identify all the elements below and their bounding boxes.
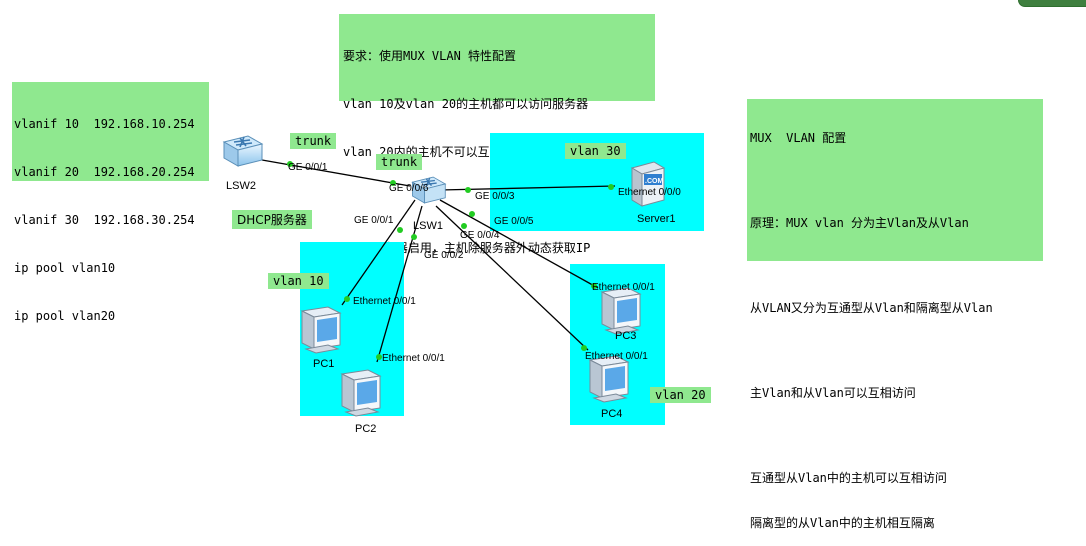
trunk-tag-lsw2: trunk — [290, 133, 337, 149]
port-label-lsw1-ge004: GE 0/0/4 — [460, 230, 500, 241]
server1-label: Server1 — [637, 213, 676, 225]
lsw2-label: LSW2 — [226, 180, 256, 192]
port-label-server-eth: Ethernet 0/0/0 — [618, 187, 681, 198]
port-label-lsw1-ge006: GE 0/0/6 — [389, 183, 429, 194]
port-label-pc2-eth: Ethernet 0/0/1 — [382, 353, 445, 364]
requirements-line-2: vlan 10及vlan 20的主机都可以访问服务器 — [343, 97, 589, 111]
port-dot-lsw1-ge001 — [397, 227, 403, 233]
port-dot-lsw1-ge004 — [461, 223, 467, 229]
port-label-lsw2-ge001: GE 0/0/1 — [288, 162, 328, 173]
corner-window-fragment — [1018, 0, 1086, 7]
port-label-pc1-eth: Ethernet 0/0/1 — [353, 296, 416, 307]
port-label-pc3-eth: Ethernet 0/0/1 — [592, 282, 655, 293]
server-com-badge: .COM — [645, 178, 663, 185]
port-label-pc4-eth: Ethernet 0/0/1 — [585, 351, 648, 362]
requirements-line-1: 要求：使用MUX VLAN 特性配置 — [343, 49, 517, 63]
dhcp-server-tag: DHCP服务器 — [232, 210, 312, 229]
vlan30-tag: vlan 30 — [565, 143, 626, 159]
config-note: vlanif 10 192.168.10.254 vlanif 20 192.1… — [12, 82, 209, 323]
requirements-line-4: DHCP服务器启用，主机除服务器外动态获取IP — [343, 241, 591, 255]
port-label-lsw1-ge001: GE 0/0/1 — [354, 215, 394, 226]
pc1-icon[interactable] — [298, 305, 344, 355]
pc2-icon[interactable] — [338, 368, 384, 418]
pc4-icon[interactable] — [586, 354, 632, 404]
lsw2-switch-icon[interactable] — [220, 132, 264, 170]
port-dot-pc3-eth — [591, 283, 597, 289]
config-line-5: ip pool vlan20 — [14, 309, 116, 323]
link-lsw1-pc1 — [341, 199, 416, 306]
config-line-1: vlanif 10 192.168.10.254 — [14, 117, 195, 131]
mux-line-2: 原理：MUX vlan 分为主Vlan及从Vlan — [750, 216, 969, 230]
pc3-label: PC3 — [615, 330, 637, 342]
mux-line-1: MUX VLAN 配置 — [750, 131, 847, 145]
mux-line-3: 从VLAN又分为互通型从Vlan和隔离型从Vlan — [750, 301, 993, 315]
pc3-icon[interactable] — [598, 286, 644, 336]
vlan10-tag: vlan 10 — [268, 273, 329, 289]
trunk-tag-lsw1: trunk — [376, 154, 423, 170]
port-dot-lsw1-ge005 — [469, 211, 475, 217]
link-lsw1-pc4 — [435, 205, 589, 351]
mux-line-4: 主Vlan和从Vlan可以互相访问 — [750, 386, 916, 400]
port-dot-lsw2-ge001 — [287, 161, 293, 167]
vlan20-tag: vlan 20 — [650, 387, 711, 403]
server1-icon[interactable]: .COM — [628, 160, 666, 208]
mux-line-6: 隔离型的从Vlan中的主机相互隔离 — [750, 516, 935, 530]
topology-links — [261, 159, 616, 363]
port-dot-server-eth — [608, 184, 614, 190]
port-dot-lsw1-ge003 — [465, 187, 471, 193]
link-lsw1-pc3 — [439, 199, 599, 289]
link-lsw1-pc2 — [376, 205, 423, 363]
port-dot-lsw1-ge006 — [390, 180, 396, 186]
pc2-label: PC2 — [355, 423, 377, 435]
port-dot-pc4-eth — [581, 345, 587, 351]
port-label-lsw1-ge005: GE 0/0/5 — [494, 216, 534, 227]
port-label-lsw1-ge002: GE 0/0/2 — [424, 250, 464, 261]
link-lsw2-lsw1 — [261, 159, 411, 187]
config-line-2: vlanif 20 192.168.20.254 — [14, 165, 195, 179]
pc4-label: PC4 — [601, 408, 623, 420]
port-dot-lsw1-ge002 — [411, 234, 417, 240]
requirements-note: 要求：使用MUX VLAN 特性配置 vlan 10及vlan 20的主机都可以… — [339, 14, 655, 255]
lsw1-label: LSW1 — [413, 220, 443, 232]
port-dot-pc2-eth — [376, 354, 382, 360]
mux-line-5: 互通型从Vlan中的主机可以互相访问 — [750, 471, 947, 485]
port-dot-pc1-eth — [344, 296, 350, 302]
pc1-label: PC1 — [313, 358, 335, 370]
lsw1-switch-icon[interactable] — [409, 172, 447, 208]
port-label-lsw1-ge003: GE 0/0/3 — [475, 191, 515, 202]
config-line-3: vlanif 30 192.168.30.254 — [14, 213, 195, 227]
config-line-4: ip pool vlan10 — [14, 261, 116, 275]
